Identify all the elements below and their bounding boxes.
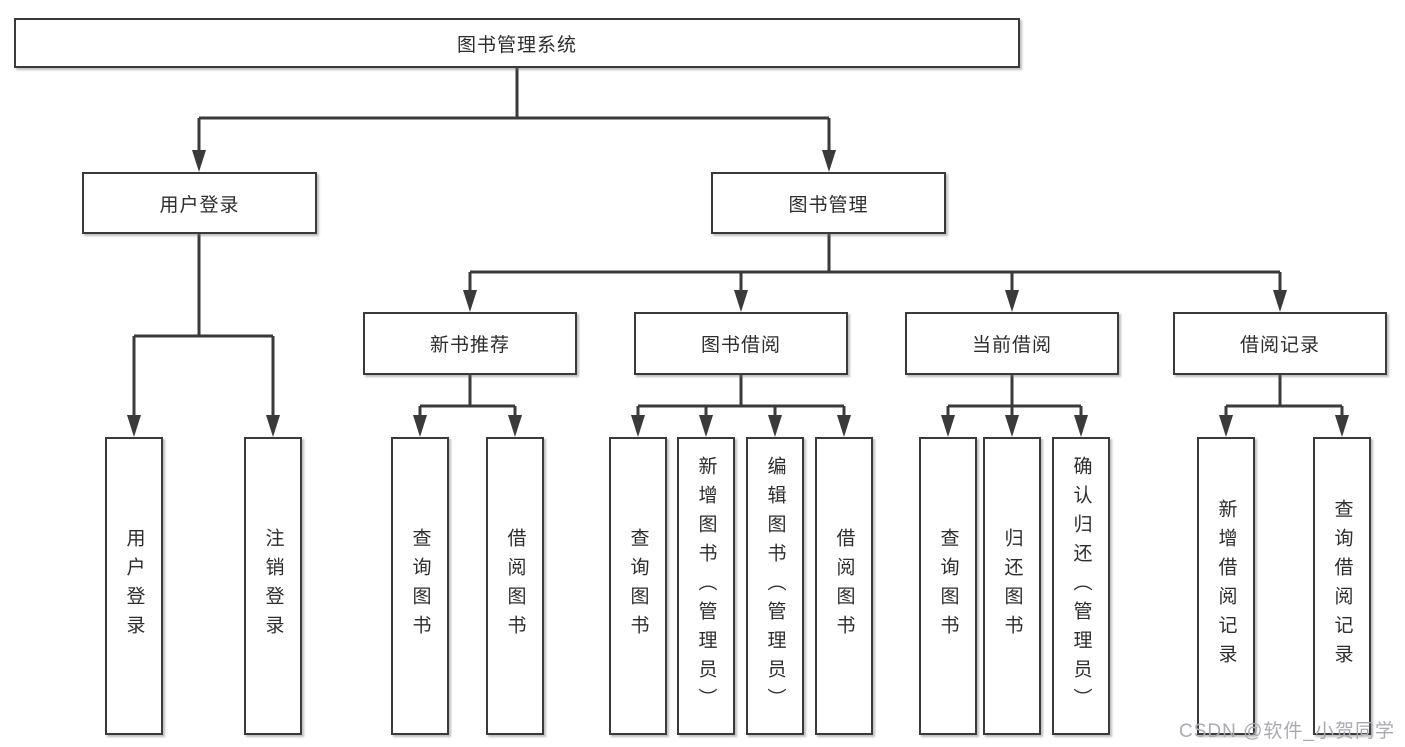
node-label: 注销登录 [262,528,284,644]
node-label: 借阅图书 [504,528,526,644]
csdn-watermark: CSDN @软件_小贺同学 [1179,721,1395,742]
node-label: 新书推荐 [429,335,510,356]
leaf-query-borrow-record: 查询借阅记录 [1313,437,1371,735]
node-label: 编辑图书（管理员） [764,455,786,717]
node-label: 图书管理 [788,194,869,216]
node-label: 图书管理系统 [456,34,577,56]
leaf-logout: 注销登录 [244,437,302,735]
leaf-user-login: 用户登录 [105,437,163,735]
node-label: 用户登录 [159,194,240,216]
node-label: 查询借阅记录 [1331,499,1353,673]
node-label: 图书借阅 [700,335,781,356]
leaf-edit-books-admin: 编辑图书（管理员） [746,437,804,735]
leaf-query-books-current: 查询图书 [919,437,977,735]
node-label: 新增借阅记录 [1215,499,1237,673]
node-label: 用户登录 [123,528,145,644]
node-current-borrowing: 当前借阅 [905,312,1119,375]
node-label: 确认归还（管理员） [1070,455,1092,717]
leaf-add-borrow-record: 新增借阅记录 [1197,437,1255,735]
node-label: 新增图书（管理员） [695,455,717,717]
leaf-borrow-books: 借阅图书 [815,437,873,735]
node-borrowing-records: 借阅记录 [1173,312,1387,375]
leaf-query-books-recommend: 查询图书 [391,437,449,735]
node-library-management-system: 图书管理系统 [14,18,1020,68]
leaf-add-books-admin: 新增图书（管理员） [677,437,735,735]
leaf-query-books-borrowing: 查询图书 [609,437,667,735]
node-book-management: 图书管理 [711,172,946,234]
leaf-borrow-books-recommend: 借阅图书 [486,437,544,735]
node-label: 查询图书 [627,528,649,644]
node-label: 查询图书 [937,528,959,644]
node-label: 归还图书 [1001,528,1023,644]
arrowheads [127,150,1349,437]
node-label: 查询图书 [409,528,431,644]
leaf-return-books: 归还图书 [983,437,1041,735]
node-user-login: 用户登录 [82,172,317,234]
node-label: 当前借阅 [971,335,1052,356]
node-new-book-recommend: 新书推荐 [363,312,577,375]
node-label: 借阅记录 [1239,335,1320,356]
node-label: 借阅图书 [833,528,855,644]
leaf-confirm-return-admin: 确认归还（管理员） [1052,437,1110,735]
node-book-borrowing: 图书借阅 [634,312,848,375]
